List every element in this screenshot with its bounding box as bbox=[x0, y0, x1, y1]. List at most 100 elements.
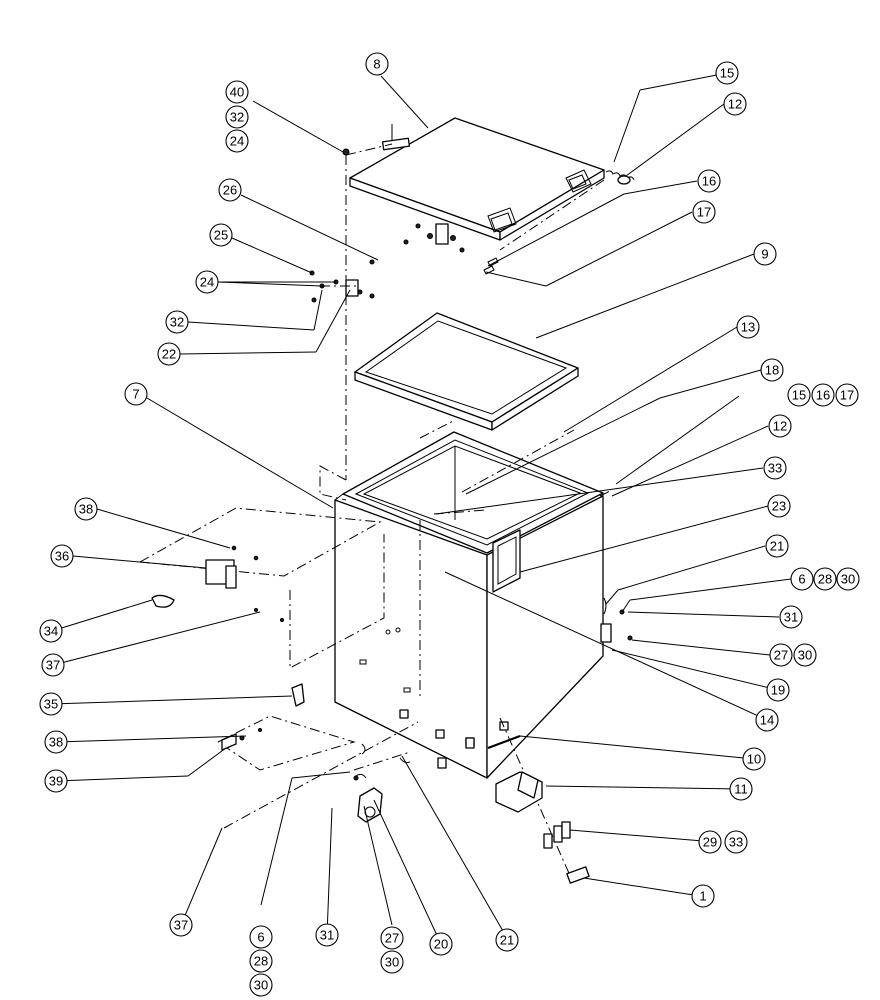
svg-text:34: 34 bbox=[44, 624, 58, 639]
svg-text:8: 8 bbox=[373, 57, 380, 72]
balloon-item-20: 20 bbox=[429, 932, 453, 956]
balloon-item-25: 25 bbox=[209, 223, 233, 247]
latch-hardware bbox=[353, 734, 590, 884]
svg-text:24: 24 bbox=[200, 275, 214, 290]
svg-text:31: 31 bbox=[784, 610, 798, 625]
svg-text:15: 15 bbox=[720, 66, 734, 81]
balloon-item-32: 32 bbox=[165, 310, 189, 334]
svg-text:16: 16 bbox=[816, 388, 830, 403]
cabinet-body bbox=[334, 431, 633, 779]
svg-text:30: 30 bbox=[254, 978, 268, 993]
svg-text:12: 12 bbox=[773, 419, 787, 434]
svg-text:9: 9 bbox=[761, 247, 768, 262]
svg-text:14: 14 bbox=[760, 713, 774, 728]
svg-text:19: 19 bbox=[771, 683, 785, 698]
balloon-item-26: 26 bbox=[218, 178, 242, 202]
balloon-item-12: 12 bbox=[723, 92, 747, 116]
balloon-item-38: 38 bbox=[44, 730, 68, 754]
svg-text:6: 6 bbox=[257, 930, 264, 945]
svg-text:38: 38 bbox=[49, 735, 63, 750]
svg-text:27: 27 bbox=[774, 648, 788, 663]
svg-text:17: 17 bbox=[697, 205, 711, 220]
svg-text:20: 20 bbox=[434, 937, 448, 952]
balloon-item-31: 31 bbox=[779, 605, 803, 629]
svg-text:1: 1 bbox=[699, 889, 706, 904]
svg-text:38: 38 bbox=[79, 502, 93, 517]
balloon-item-12: 12 bbox=[768, 414, 792, 438]
svg-text:29: 29 bbox=[703, 835, 717, 850]
svg-text:6: 6 bbox=[798, 572, 805, 587]
balloon-item-31: 31 bbox=[315, 923, 339, 947]
svg-text:22: 22 bbox=[162, 347, 176, 362]
svg-text:21: 21 bbox=[500, 933, 514, 948]
side-panel-hardware bbox=[139, 507, 385, 771]
balloon-item-16: 16 bbox=[697, 169, 721, 193]
balloon-item-7: 7 bbox=[124, 382, 148, 406]
svg-text:7: 7 bbox=[132, 387, 139, 402]
balloon-item-9: 9 bbox=[753, 242, 777, 266]
balloon-item-17: 17 bbox=[835, 383, 859, 407]
balloon-item-8: 8 bbox=[365, 52, 389, 76]
balloon-item-36: 36 bbox=[50, 544, 74, 568]
svg-text:26: 26 bbox=[223, 183, 237, 198]
balloon-item-24: 24 bbox=[225, 129, 249, 153]
balloon-item-23: 23 bbox=[767, 494, 791, 518]
svg-text:11: 11 bbox=[734, 782, 748, 797]
item-balloons: 8 40 32 24 15 12 16 17 26 25 24 32 22 9 … bbox=[39, 52, 860, 997]
svg-text:28: 28 bbox=[254, 954, 268, 969]
balloon-item-24: 24 bbox=[195, 270, 219, 294]
balloon-item-29: 29 bbox=[698, 830, 722, 854]
balloon-item-30: 30 bbox=[380, 950, 404, 974]
svg-text:30: 30 bbox=[798, 648, 812, 663]
balloon-item-21: 21 bbox=[495, 928, 519, 952]
svg-text:39: 39 bbox=[49, 774, 63, 789]
balloon-item-28: 28 bbox=[813, 567, 837, 591]
balloon-item-30: 30 bbox=[249, 973, 273, 997]
svg-text:30: 30 bbox=[385, 955, 399, 970]
svg-text:16: 16 bbox=[702, 174, 716, 189]
balloon-item-10: 10 bbox=[742, 747, 766, 771]
balloon-item-6: 6 bbox=[249, 925, 273, 949]
balloon-item-27: 27 bbox=[380, 926, 404, 950]
svg-text:32: 32 bbox=[230, 110, 244, 125]
leader-lines bbox=[50, 72, 792, 945]
balloon-item-17: 17 bbox=[692, 200, 716, 224]
svg-text:31: 31 bbox=[320, 928, 334, 943]
svg-text:35: 35 bbox=[44, 697, 58, 712]
svg-text:13: 13 bbox=[741, 320, 755, 335]
svg-text:23: 23 bbox=[772, 499, 786, 514]
balloon-item-13: 13 bbox=[736, 315, 760, 339]
svg-text:32: 32 bbox=[170, 315, 184, 330]
assembly-centerlines bbox=[223, 143, 613, 881]
svg-text:36: 36 bbox=[55, 549, 69, 564]
svg-text:15: 15 bbox=[792, 388, 806, 403]
svg-text:40: 40 bbox=[230, 85, 244, 100]
balloon-item-27: 27 bbox=[769, 643, 793, 667]
svg-text:24: 24 bbox=[230, 134, 244, 149]
balloon-item-16: 16 bbox=[811, 383, 835, 407]
svg-text:12: 12 bbox=[728, 97, 742, 112]
balloon-item-18: 18 bbox=[760, 358, 784, 382]
svg-text:27: 27 bbox=[385, 931, 399, 946]
svg-text:17: 17 bbox=[840, 388, 854, 403]
svg-text:37: 37 bbox=[46, 658, 60, 673]
lid-part bbox=[349, 117, 605, 253]
spring-assembly bbox=[483, 170, 635, 275]
balloon-item-11: 11 bbox=[729, 777, 753, 801]
balloon-item-22: 22 bbox=[157, 342, 181, 366]
svg-text:33: 33 bbox=[768, 461, 782, 476]
svg-text:21: 21 bbox=[770, 539, 784, 554]
balloon-item-40: 40 bbox=[225, 80, 249, 104]
balloon-item-6: 6 bbox=[790, 567, 814, 591]
balloon-item-30: 30 bbox=[793, 643, 817, 667]
balloon-item-21: 21 bbox=[765, 534, 789, 558]
balloon-item-15: 15 bbox=[787, 383, 811, 407]
svg-text:30: 30 bbox=[841, 572, 855, 587]
svg-text:28: 28 bbox=[818, 572, 832, 587]
balloon-item-33: 33 bbox=[763, 456, 787, 480]
svg-text:18: 18 bbox=[765, 363, 779, 378]
balloon-item-33: 33 bbox=[724, 830, 748, 854]
balloon-item-39: 39 bbox=[44, 769, 68, 793]
